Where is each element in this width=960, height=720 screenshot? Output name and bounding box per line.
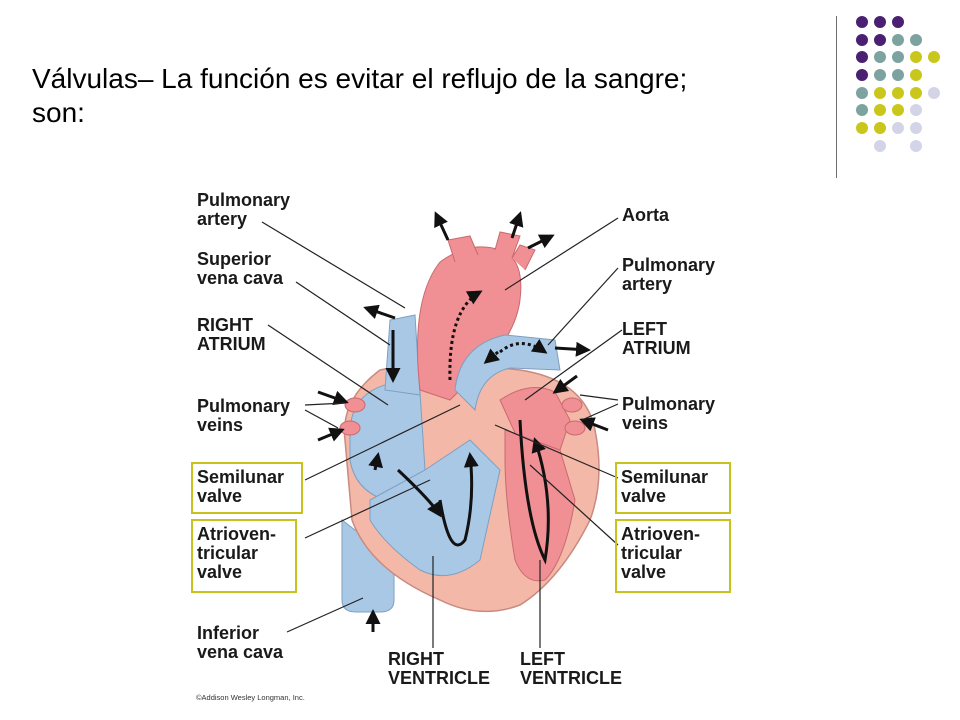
aorta-branches xyxy=(447,231,536,271)
label-pulmonary-artery-left: Pulmonary artery xyxy=(197,190,291,229)
slide-title-line-2: son: xyxy=(32,97,85,128)
left-pulmonary-vein-stub-2 xyxy=(339,420,361,436)
pulmonary-artery-shape xyxy=(454,334,561,412)
internal-flow-arrows xyxy=(448,290,548,381)
highlight-box-semilunar-left xyxy=(191,462,303,514)
label-av-valve-left: Atrioven- tricular valve xyxy=(197,524,277,582)
right-pulmonary-vein-stub-2 xyxy=(564,420,586,436)
decorative-dot-grid xyxy=(856,16,940,152)
dot-row-2 xyxy=(856,34,922,46)
label-pulmonary-veins-right: Pulmonary veins xyxy=(622,394,716,433)
label-semilunar-valve-right: Semilunar valve xyxy=(621,467,709,506)
label-right-ventricle: RIGHT VENTRICLE xyxy=(388,649,491,688)
label-superior-vena-cava: Superior vena cava xyxy=(197,249,284,288)
slide-title: Válvulas– La función es evitar el refluj… xyxy=(32,62,812,130)
label-left-atrium: LEFT ATRIUM xyxy=(622,319,691,358)
label-pulmonary-veins-left: Pulmonary veins xyxy=(197,396,291,435)
dot-row-5 xyxy=(856,87,940,99)
flow-arrows xyxy=(317,211,609,632)
superior-vena-cava-shape xyxy=(384,314,421,396)
leader-lines xyxy=(261,217,623,648)
label-left-ventricle: LEFT VENTRICLE xyxy=(520,649,623,688)
highlight-box-av-right xyxy=(615,519,731,593)
highlight-box-semilunar-right xyxy=(615,462,731,514)
dot-row-4 xyxy=(856,69,922,81)
dot-row-8 xyxy=(874,140,922,152)
dot-row-3 xyxy=(856,51,940,63)
label-av-valve-right: Atrioven- tricular valve xyxy=(621,524,701,582)
label-semilunar-valve-left: Semilunar valve xyxy=(197,467,285,506)
label-right-atrium: RIGHT ATRIUM xyxy=(197,315,266,354)
copyright-credit: ©Addison Wesley Longman, Inc. xyxy=(196,693,305,702)
label-inferior-vena-cava: Inferior vena cava xyxy=(197,623,284,662)
dot-row-7 xyxy=(856,122,922,134)
chamber-flow-arrows xyxy=(368,419,550,565)
label-aorta: Aorta xyxy=(622,205,670,225)
highlight-box-av-left xyxy=(191,519,297,593)
dot-row-1 xyxy=(856,16,904,28)
label-pulmonary-artery-right: Pulmonary artery xyxy=(622,255,716,294)
divider-line xyxy=(836,16,837,178)
right-pulmonary-vein-stub-1 xyxy=(561,397,583,413)
left-pulmonary-vein-stub-1 xyxy=(344,397,366,413)
slide-title-line-1: Válvulas– La función es evitar el refluj… xyxy=(32,63,688,94)
dot-row-6 xyxy=(856,104,922,116)
